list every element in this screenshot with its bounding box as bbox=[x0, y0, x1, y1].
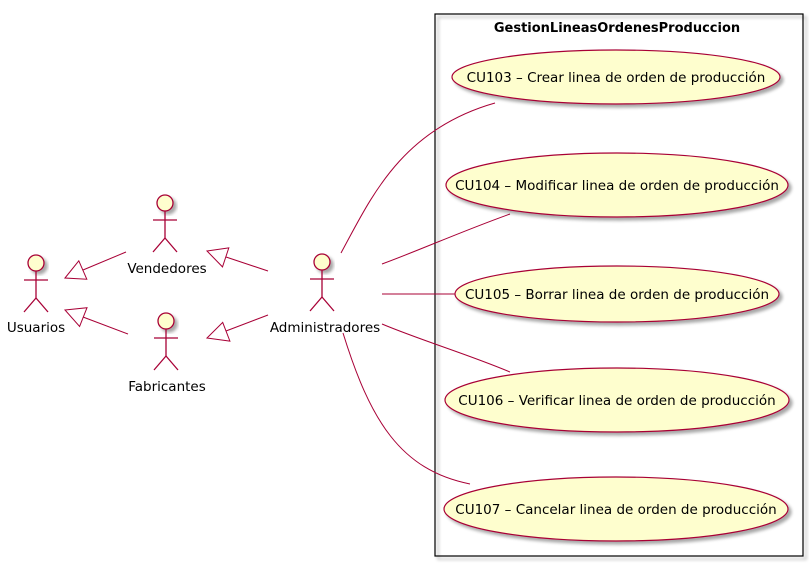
association-cu104 bbox=[381, 213, 511, 265]
boundary-title: GestionLineasOrdenesProduccion bbox=[494, 21, 740, 36]
actor-usuarios[interactable]: Usuarios bbox=[7, 254, 65, 336]
use-cases: CU103 – Crear linea de orden de producci… bbox=[443, 49, 790, 542]
use-case-label: CU107 – Cancelar linea de orden de produ… bbox=[455, 502, 776, 518]
generalization-administradores-fabricantes bbox=[205, 314, 269, 342]
use-case-label: CU104 – Modificar linea de orden de prod… bbox=[455, 178, 779, 194]
actor-label: Administradores bbox=[270, 320, 380, 336]
association-cu106 bbox=[381, 323, 511, 373]
use-case-label: CU103 – Crear linea de orden de producci… bbox=[467, 70, 766, 86]
actors: Usuarios Vendedores Fabricantes bbox=[7, 194, 380, 395]
generalization-administradores-vendedores bbox=[205, 247, 269, 272]
actor-vendedores[interactable]: Vendedores bbox=[127, 194, 207, 277]
use-case-label: CU105 – Borrar linea de orden de producc… bbox=[465, 287, 769, 303]
actor-label: Fabricantes bbox=[128, 379, 206, 395]
use-case-cu106[interactable]: CU106 – Verificar linea de orden de prod… bbox=[444, 367, 790, 433]
stick-figure-icon bbox=[23, 254, 49, 313]
association-cu103 bbox=[340, 102, 496, 254]
stick-figure-icon bbox=[309, 253, 335, 312]
use-case-cu107[interactable]: CU107 – Cancelar linea de orden de produ… bbox=[443, 476, 789, 542]
use-case-cu104[interactable]: CU104 – Modificar linea de orden de prod… bbox=[445, 152, 789, 218]
use-case-cu105[interactable]: CU105 – Borrar linea de orden de producc… bbox=[454, 265, 780, 323]
actor-label: Vendedores bbox=[127, 261, 206, 277]
generalizations bbox=[63, 247, 269, 342]
actor-administradores[interactable]: Administradores bbox=[270, 253, 380, 336]
actor-fabricantes[interactable]: Fabricantes bbox=[128, 312, 206, 395]
use-case-cu103[interactable]: CU103 – Crear linea de orden de producci… bbox=[451, 49, 781, 105]
generalization-fabricantes-usuarios bbox=[63, 307, 129, 335]
association-cu107 bbox=[342, 332, 471, 485]
stick-figure-icon bbox=[153, 312, 179, 371]
system-boundary: GestionLineasOrdenesProduccion bbox=[434, 13, 804, 557]
generalization-vendedores-usuarios bbox=[64, 251, 127, 280]
actor-label: Usuarios bbox=[7, 320, 65, 336]
stick-figure-icon bbox=[152, 194, 178, 253]
use-case-label: CU106 – Verificar linea de orden de prod… bbox=[458, 393, 775, 409]
associations bbox=[340, 102, 511, 485]
